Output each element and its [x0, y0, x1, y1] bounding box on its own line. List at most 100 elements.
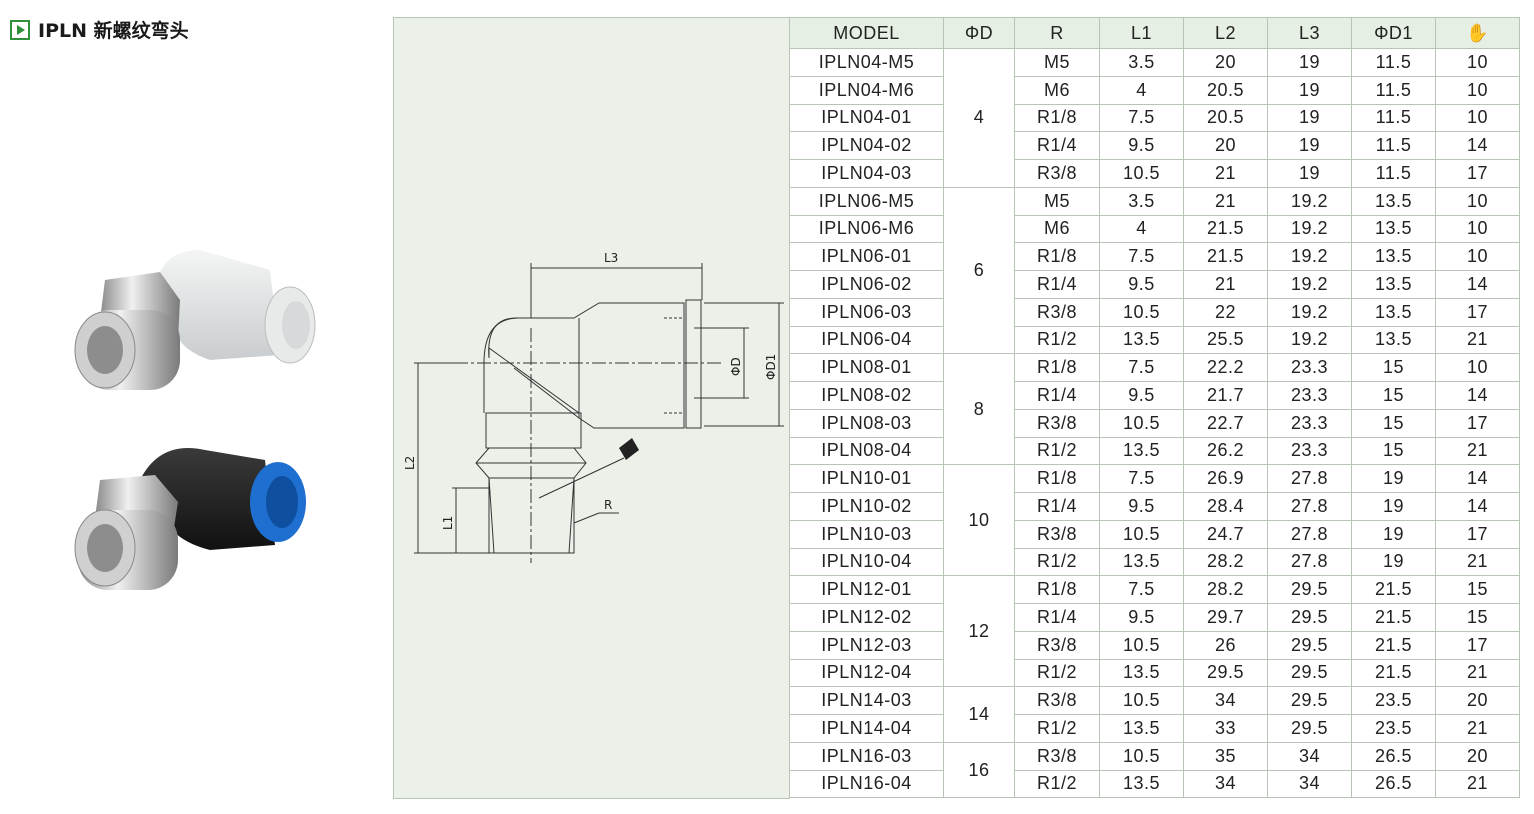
cell-wrench-size: 14: [1435, 464, 1520, 493]
cell-l1: 10.5: [1099, 159, 1184, 188]
cell-l1: 4: [1099, 214, 1184, 244]
cell-l2: 26.2: [1183, 436, 1268, 466]
cell-r: R1/8: [1014, 464, 1100, 493]
cell-l1: 4: [1099, 75, 1184, 105]
cell-l3: 19: [1267, 103, 1352, 133]
play-icon: [10, 19, 30, 40]
cell-l2: 21.5: [1183, 242, 1268, 271]
cell-l1: 7.5: [1099, 464, 1184, 493]
cell-d1: 19: [1351, 519, 1436, 549]
cell-wrench-size: 20: [1435, 741, 1520, 771]
cell-l1: 13.5: [1099, 769, 1184, 799]
cell-d1: 13.5: [1351, 270, 1436, 299]
cell-l2: 29.7: [1183, 603, 1268, 632]
cell-model: IPLN04-02: [789, 131, 944, 160]
cell-r: R3/8: [1014, 297, 1100, 327]
cell-d1: 15: [1351, 436, 1436, 466]
cell-r: R1/8: [1014, 575, 1100, 604]
cell-l1: 7.5: [1099, 242, 1184, 271]
cell-d1: 11.5: [1351, 103, 1436, 133]
cell-l2: 22.2: [1183, 353, 1268, 382]
cell-model: IPLN12-01: [789, 575, 944, 604]
cell-d: 16: [943, 741, 1015, 799]
cell-d1: 23.5: [1351, 686, 1436, 715]
cell-d1: 21.5: [1351, 630, 1436, 660]
label-l1: L1: [441, 516, 455, 530]
cell-r: R3/8: [1014, 741, 1100, 771]
cell-d1: 26.5: [1351, 769, 1436, 799]
col-header-l2: L2: [1183, 17, 1268, 49]
cell-model: IPLN06-03: [789, 297, 944, 327]
cell-l3: 34: [1267, 769, 1352, 799]
cell-l2: 22.7: [1183, 408, 1268, 438]
cell-wrench-size: 10: [1435, 353, 1520, 382]
cell-wrench-size: 14: [1435, 381, 1520, 410]
cell-wrench-size: 14: [1435, 131, 1520, 160]
cell-l1: 9.5: [1099, 270, 1184, 299]
cell-wrench-size: 17: [1435, 297, 1520, 327]
table-header-row: MODEL ΦD R L1 L2 L3 ΦD1 ✋: [789, 17, 1520, 49]
cell-wrench-size: 21: [1435, 547, 1520, 577]
cell-d1: 15: [1351, 381, 1436, 410]
label-l3: L3: [604, 251, 618, 265]
cell-wrench-size: 15: [1435, 603, 1520, 632]
cell-r: R1/2: [1014, 325, 1100, 355]
cell-d1: 13.5: [1351, 242, 1436, 271]
cell-wrench-size: 14: [1435, 270, 1520, 299]
cell-l2: 20.5: [1183, 75, 1268, 105]
cell-wrench-size: 15: [1435, 575, 1520, 604]
cell-d1: 15: [1351, 353, 1436, 382]
cell-model: IPLN14-03: [789, 686, 944, 715]
cell-model: IPLN16-04: [789, 769, 944, 799]
cell-d: 6: [943, 186, 1015, 355]
cell-r: R3/8: [1014, 408, 1100, 438]
cell-d1: 19: [1351, 464, 1436, 493]
col-header-wrench-icon: ✋: [1435, 17, 1520, 49]
cell-model: IPLN04-03: [789, 159, 944, 188]
cell-l3: 29.5: [1267, 603, 1352, 632]
cell-r: R1/4: [1014, 270, 1100, 299]
cell-d1: 13.5: [1351, 214, 1436, 244]
cell-l1: 9.5: [1099, 381, 1184, 410]
cell-l1: 10.5: [1099, 297, 1184, 327]
cell-l2: 21: [1183, 186, 1268, 216]
cell-wrench-size: 21: [1435, 436, 1520, 466]
cell-l3: 19: [1267, 48, 1352, 77]
cell-wrench-size: 21: [1435, 325, 1520, 355]
cell-r: R3/8: [1014, 519, 1100, 549]
cell-d: 12: [943, 575, 1015, 688]
cell-model: IPLN10-04: [789, 547, 944, 577]
cell-l2: 21.5: [1183, 214, 1268, 244]
cell-r: R1/2: [1014, 769, 1100, 799]
dimension-drawing: L3 R ΦD ΦD1 L2 L1: [403, 251, 784, 563]
cell-l3: 19: [1267, 75, 1352, 105]
cell-wrench-size: 14: [1435, 492, 1520, 521]
cell-model: IPLN06-02: [789, 270, 944, 299]
cell-l3: 23.3: [1267, 408, 1352, 438]
cell-d1: 11.5: [1351, 75, 1436, 105]
cell-d1: 21.5: [1351, 603, 1436, 632]
cell-l1: 10.5: [1099, 519, 1184, 549]
cell-l1: 13.5: [1099, 658, 1184, 688]
cell-wrench-size: 21: [1435, 769, 1520, 799]
cell-wrench-size: 21: [1435, 658, 1520, 688]
cell-l1: 3.5: [1099, 186, 1184, 216]
cell-l1: 10.5: [1099, 630, 1184, 660]
cell-wrench-size: 17: [1435, 408, 1520, 438]
cell-l3: 19: [1267, 131, 1352, 160]
cell-model: IPLN08-02: [789, 381, 944, 410]
